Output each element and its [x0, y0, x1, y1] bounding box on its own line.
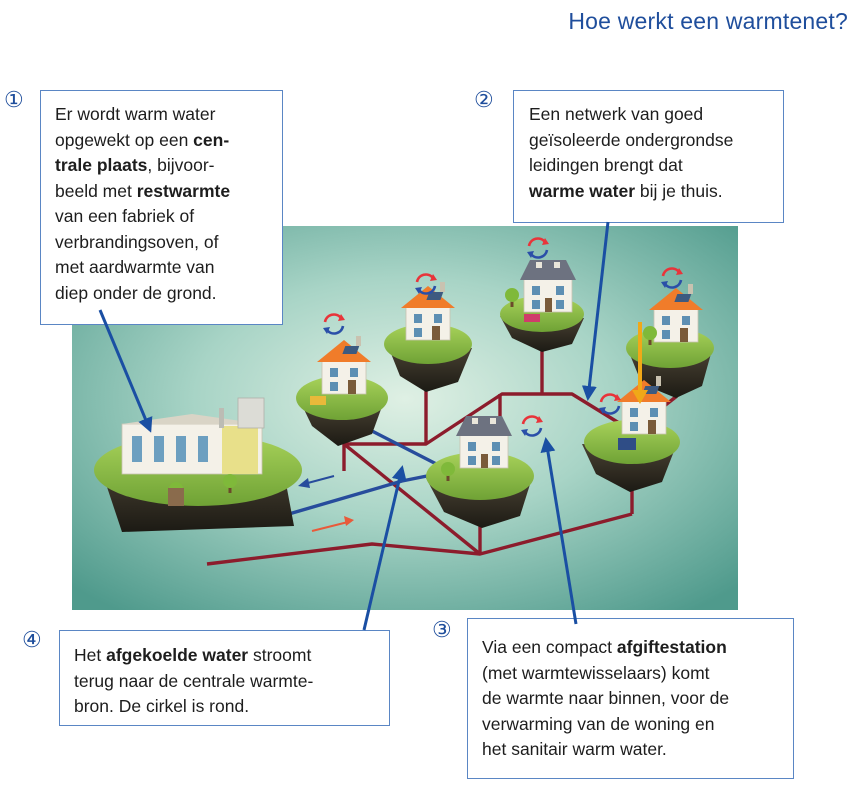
house-island-3 — [500, 236, 584, 352]
callout-line: Via een compact afgiftestation — [482, 635, 793, 661]
callout-text: leidingen brengt dat — [529, 155, 683, 175]
callout-text: (met warmtewisselaars) komt — [482, 662, 710, 683]
callout-bold-text: afgiftestation — [616, 637, 727, 657]
house-island-5 — [582, 322, 680, 492]
callout-text: Het — [74, 645, 107, 665]
callout-text: Een netwerk van goed — [529, 104, 704, 124]
callout-text: bij je thuis. — [635, 180, 723, 201]
step-number-1: ① — [4, 88, 24, 113]
callout-bold-text: cen- — [193, 129, 230, 150]
callout-line: Het afgekoelde water stroomt — [74, 643, 389, 669]
step-2-callout: Een netwerk van goed geïsoleerde ondergro… — [513, 90, 784, 223]
step-number-3: ③ — [432, 618, 452, 643]
house-island-6 — [426, 414, 545, 528]
callout-text: de warmte naar binnen, voor de — [482, 688, 730, 708]
callout-text: , bijvoor- — [147, 155, 215, 175]
callout-line: leidingen brengt dat — [529, 153, 783, 179]
step-number-4: ④ — [22, 628, 42, 653]
callout-line: diep onder de grond. — [55, 281, 282, 307]
callout-text: stroomt — [248, 645, 312, 665]
callout-line: beeld met restwarmte — [55, 179, 282, 205]
house-island-2 — [384, 272, 472, 392]
callout-bold-text: afgekoelde water — [106, 645, 249, 665]
page-title: Hoe werkt een warmtenet? — [568, 8, 848, 34]
callout-line: de warmte naar binnen, voor de — [482, 686, 793, 712]
callout-line: warme water bij je thuis. — [529, 179, 783, 205]
callout-bold-text: restwarmte — [136, 180, 231, 201]
callout-text: bron. De cirkel is rond. — [74, 696, 250, 716]
flow-arrow-return — [298, 475, 335, 488]
callout-text: verbrandingsoven, of — [55, 231, 219, 252]
callout-line: van een fabriek of — [55, 204, 282, 230]
callout-text: met aardwarmte van — [55, 257, 215, 277]
step-number-2: ② — [474, 88, 494, 113]
callout-text: terug naar de centrale warmte- — [74, 670, 314, 691]
callout-line: verbrandingsoven, of — [55, 230, 282, 256]
step-1-callout: Er wordt warm water opgewekt op een cen-t… — [40, 90, 283, 325]
callout-line: opgewekt op een cen- — [55, 128, 282, 154]
callout-line: met aardwarmte van — [55, 255, 282, 281]
callout-bold-text: trale plaats — [55, 155, 148, 175]
callout-text: diep onder de grond. — [55, 282, 217, 303]
house-island-1 — [296, 312, 388, 446]
callout-line: Een netwerk van goed — [529, 102, 783, 128]
callout-text: van een fabriek of — [55, 206, 195, 226]
callout-text: geïsoleerde ondergrondse — [529, 129, 734, 150]
callout-text: Via een compact — [482, 637, 617, 657]
callout-line: (met warmtewisselaars) komt — [482, 661, 793, 687]
callout-line: Er wordt warm water — [55, 102, 282, 128]
callout-bold-text: warme water — [529, 180, 636, 201]
flow-arrow-supply — [311, 516, 354, 532]
callout-line: het sanitair warm water. — [482, 737, 793, 763]
callout-text: het sanitair warm water. — [482, 739, 667, 759]
callout-text: beeld met — [55, 180, 137, 201]
step-3-callout: Via een compact afgiftestation(met warmt… — [467, 618, 794, 779]
callout-line: terug naar de centrale warmte- — [74, 669, 389, 695]
callout-line: verwarming van de woning en — [482, 712, 793, 738]
callout-line: bron. De cirkel is rond. — [74, 694, 389, 720]
callout-line: trale plaats, bijvoor- — [55, 153, 282, 179]
callout-line: geïsoleerde ondergrondse — [529, 128, 783, 154]
callout-text: verwarming van de woning en — [482, 713, 715, 734]
callout-text: opgewekt op een — [55, 129, 194, 150]
callout-text: Er wordt warm water — [55, 104, 216, 124]
